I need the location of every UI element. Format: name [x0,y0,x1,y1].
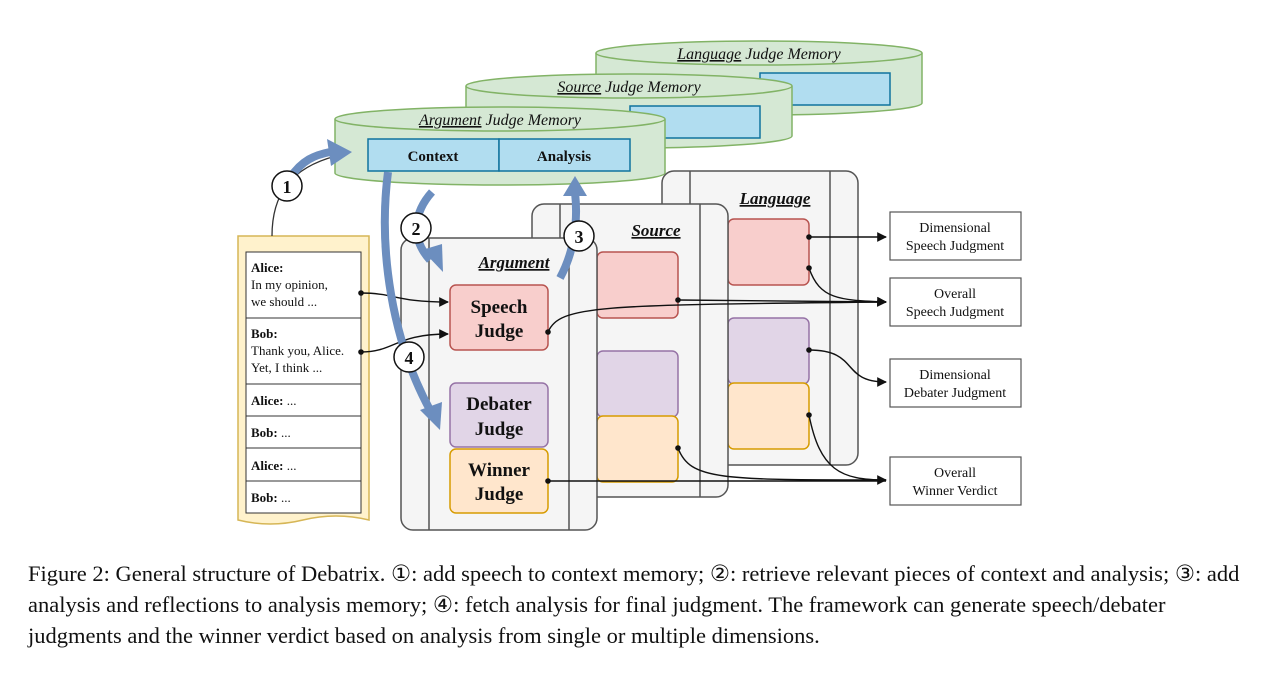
step-2-label: 2 [412,219,421,239]
step-1-arrowhead [327,139,352,166]
debater-judge-line2: Judge [475,419,524,440]
output-dimensional-speech [889,211,1022,261]
language-memory-title: Language Judge Memory [676,46,841,63]
context-memory-cell [367,138,500,172]
turn-6: Bob: ... [251,490,291,505]
argument-panel-title: Argument [478,253,551,272]
language-speech-judge [727,218,810,286]
connector-dots [358,234,812,484]
source-debater-judge [596,350,679,418]
step-4-label: 4 [405,348,414,368]
output-judgments: Dimensional Speech Judgment Overall Spee… [889,211,1022,506]
step-1-label: 1 [283,177,292,197]
output-dimensional-debater [889,358,1022,408]
winner-judge-line2: Judge [475,484,524,505]
output-3-line2: Debater Judgment [904,386,1006,401]
output-1-line2: Speech Judgment [906,239,1004,254]
source-winner-judge [596,415,679,483]
output-2-line1: Overall [934,287,976,302]
output-overall-winner [889,456,1022,506]
output-3-line1: Dimensional [919,368,991,383]
speech-judge [449,284,549,351]
debater-judge [449,382,549,448]
language-panel-title: Language [739,189,811,208]
analysis-memory-cell [498,138,631,172]
turn-1-line2: we should ... [251,294,317,309]
turn-3: Alice: ... [251,393,296,408]
connector-bob-to-speech-judge [360,329,449,353]
output-2-line2: Speech Judgment [906,305,1004,320]
speech-judge-line2: Judge [475,321,524,342]
context-label: Context [408,149,459,165]
step-2-arrowhead [422,244,443,272]
turn-2-line1: Thank you, Alice. [251,343,344,358]
connector-language-to-dim-debater [808,349,887,387]
debatrix-structure-diagram: Language Judge Memory Source Judge Memor… [237,40,1022,531]
language-winner-judge [727,382,810,450]
turn-5: Alice: ... [251,458,296,473]
step-4-badge [393,341,425,373]
turn-4: Bob: ... [251,425,291,440]
argument-judge-panel: Argument Speech Judge Debater Judge Winn… [400,237,598,531]
source-panel-title: Source [631,221,681,240]
turn-2-speaker: Bob: [251,326,278,341]
turn-2-line2: Yet, I think ... [251,360,322,375]
connector-alice-to-speech-judge [360,292,449,307]
debate-transcript: Alice: In my opinion, we should ... Bob:… [237,235,370,525]
output-4-line1: Overall [934,466,976,481]
output-overall-speech [889,277,1022,327]
speech-judge-line1: Speech [471,297,528,318]
turn-1-speaker: Alice: [251,260,283,275]
figure-caption: Figure 2: General structure of Debatrix.… [28,561,1240,648]
source-memory-title: Source Judge Memory [557,79,701,96]
language-debater-judge [727,317,810,385]
winner-judge-line1: Winner [468,460,531,481]
debater-judge-line1: Debater [466,394,532,415]
step-3-badge [563,220,595,252]
connector-source-to-winner [677,447,887,481]
argument-memory-title: Argument Judge Memory [418,112,582,129]
analysis-label: Analysis [537,149,591,165]
connectors [360,232,887,485]
step-3-label: 3 [575,227,584,247]
step-3-arrowhead [563,176,587,196]
turn-1-line1: In my opinion, [251,277,328,292]
output-4-line2: Winner Verdict [912,484,997,499]
step-4-arrowhead [420,402,442,430]
step-1-badge [271,170,303,202]
argument-judge-memory: Argument Judge Memory Context Analysis [334,106,666,186]
connector-argument-to-overall-speech [547,301,887,333]
step-2-badge [400,212,432,244]
output-1-line1: Dimensional [919,221,991,236]
step-badges: 1 2 3 4 [271,170,595,373]
